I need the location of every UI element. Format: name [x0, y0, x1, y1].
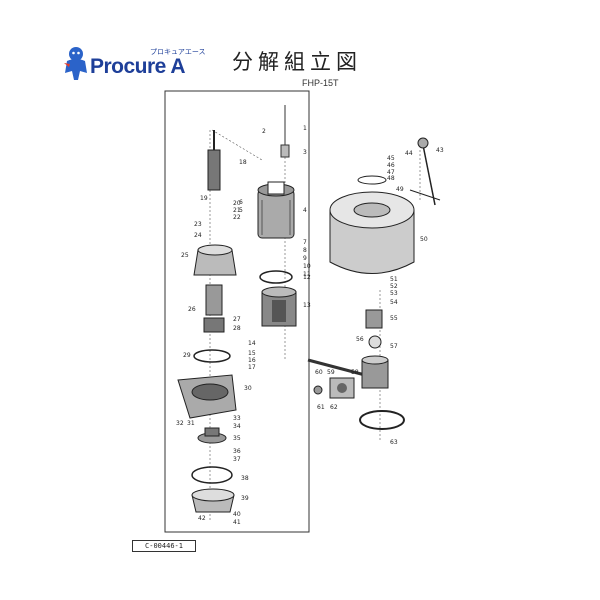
part-number-22: 22 [233, 214, 241, 221]
part-number-21: 21 [233, 207, 241, 214]
part-number-44: 44 [405, 150, 413, 157]
part-number-36: 36 [233, 448, 241, 455]
part-number-63: 63 [390, 439, 398, 446]
part-number-59: 59 [327, 369, 335, 376]
part-number-3: 3 [303, 149, 307, 156]
part-number-46: 46 [387, 162, 395, 169]
rotor-shaft [207, 130, 221, 191]
part-number-6: 6 [239, 199, 243, 206]
part-number-10: 10 [303, 263, 311, 270]
part-number-62: 62 [330, 404, 338, 411]
part-number-7: 7 [303, 239, 307, 246]
suction-cover [191, 488, 235, 513]
part-number-39: 39 [241, 495, 249, 502]
part-number-16: 16 [248, 357, 256, 364]
part-number-52: 52 [390, 283, 398, 290]
pump-casing [177, 374, 237, 419]
part-number-37: 37 [233, 456, 241, 463]
upper-bracket [193, 244, 237, 276]
part-number-30: 30 [244, 385, 252, 392]
part-number-12: 12 [303, 274, 311, 281]
suction-gasket [191, 466, 233, 484]
part-number-51: 51 [390, 276, 398, 283]
part-number-27: 27 [233, 316, 241, 323]
part-number-14: 14 [248, 340, 256, 347]
cable [280, 105, 290, 158]
part-number-54: 54 [390, 299, 398, 306]
brand-name: Procure A [90, 55, 186, 78]
part-number-31: 31 [187, 420, 195, 427]
part-number-labels: 1234567891011121314151617181920212223242… [176, 125, 444, 526]
outlet-flange [313, 377, 355, 399]
part-number-20: 20 [233, 200, 241, 207]
pipe-connector [307, 358, 366, 377]
part-number-55: 55 [390, 315, 398, 322]
model-label: FHP-15T [302, 78, 339, 88]
frame-border [164, 90, 310, 533]
part-number-49: 49 [396, 186, 404, 193]
part-number-11: 11 [303, 271, 311, 278]
motor-housing [257, 181, 295, 239]
part-number-50: 50 [420, 236, 428, 243]
part-number-34: 34 [233, 423, 241, 430]
part-number-23: 23 [194, 221, 202, 228]
part-number-18: 18 [239, 159, 247, 166]
part-number-58: 58 [351, 369, 359, 376]
part-number-4: 4 [303, 207, 307, 214]
clamp-ring [359, 410, 405, 430]
part-number-47: 47 [387, 169, 395, 176]
part-number-45: 45 [387, 155, 395, 162]
part-number-35: 35 [233, 435, 241, 442]
part-number-40: 40 [233, 511, 241, 518]
part-number-41: 41 [233, 519, 241, 526]
impeller [197, 427, 227, 444]
part-number-1: 1 [303, 125, 307, 132]
part-number-38: 38 [241, 475, 249, 482]
part-number-13: 13 [303, 302, 311, 309]
mascot-icon [64, 47, 87, 80]
stator [261, 286, 297, 327]
gasket [259, 270, 293, 284]
part-number-25: 25 [181, 252, 189, 259]
part-number-24: 24 [194, 232, 202, 239]
part-number-17: 17 [248, 364, 256, 371]
o-ring [193, 349, 231, 363]
diagram-title: 分解組立図 [232, 50, 362, 74]
part-number-8: 8 [303, 247, 307, 254]
part-number-29: 29 [183, 352, 191, 359]
seal-stack [203, 284, 225, 333]
part-number-60: 60 [315, 369, 323, 376]
part-number-61: 61 [317, 404, 325, 411]
brand-logo: プロキュアエース Procure A [62, 45, 212, 85]
document-id: C-00446-1 [132, 540, 196, 552]
part-number-53: 53 [390, 290, 398, 297]
part-number-5: 5 [239, 207, 243, 214]
part-number-57: 57 [390, 343, 398, 350]
part-number-56: 56 [356, 336, 364, 343]
part-number-26: 26 [188, 306, 196, 313]
brand-kana: プロキュアエース [150, 48, 206, 56]
part-number-48: 48 [387, 175, 395, 182]
float-tank [329, 175, 415, 274]
part-number-2: 2 [262, 128, 266, 135]
part-number-28: 28 [233, 325, 241, 332]
part-number-9: 9 [303, 255, 307, 262]
float-switch [409, 137, 441, 206]
part-number-15: 15 [248, 350, 256, 357]
part-number-32: 32 [176, 420, 184, 427]
part-number-19: 19 [200, 195, 208, 202]
part-number-43: 43 [436, 147, 444, 154]
valve-assembly [361, 309, 389, 389]
part-number-33: 33 [233, 415, 241, 422]
part-number-42: 42 [198, 515, 206, 522]
